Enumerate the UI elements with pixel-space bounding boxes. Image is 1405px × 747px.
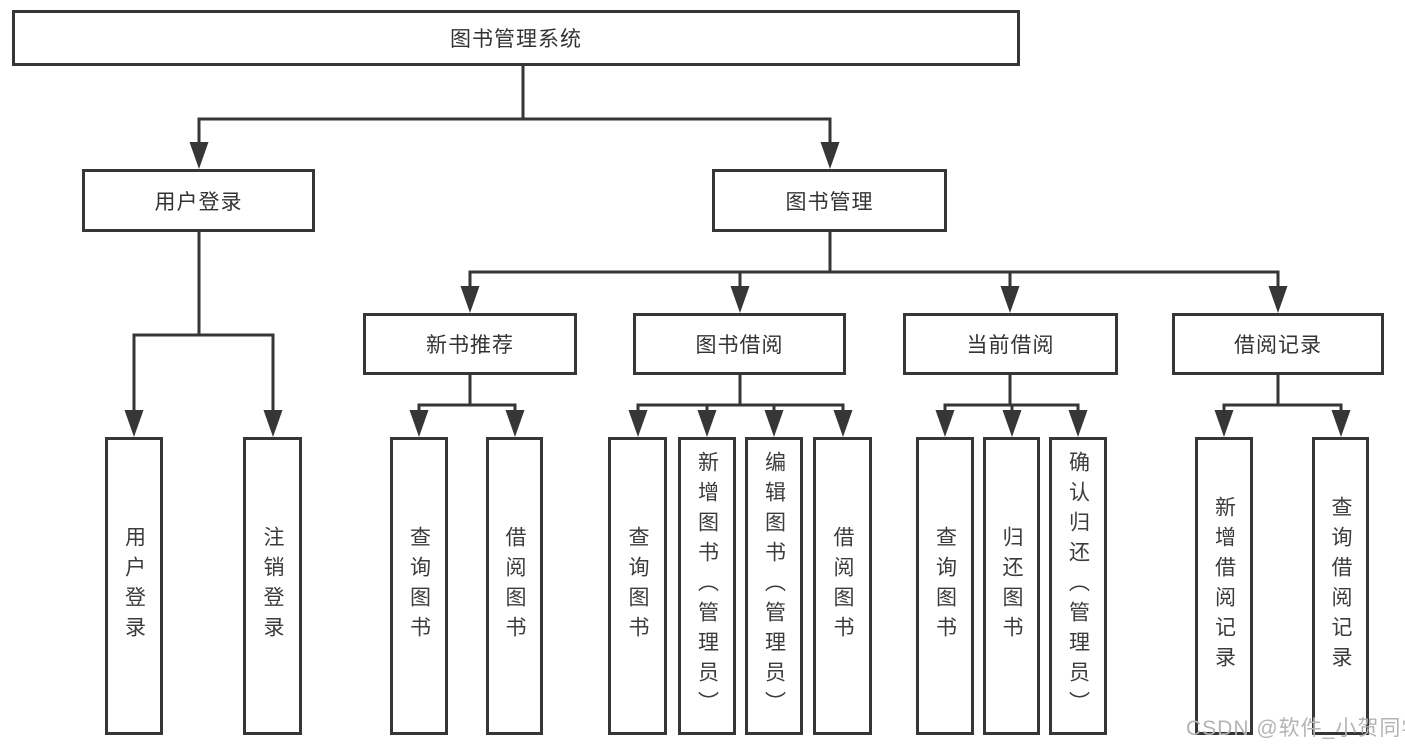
arrowhead-icon (628, 410, 648, 437)
node-book-management-label: 图书管理 (785, 190, 874, 214)
node-new-book-recommend-label: 新书推荐 (426, 334, 514, 357)
csdn-watermark: CSDN @软件_小贺同学 (1186, 717, 1405, 740)
arrowhead-icon (124, 410, 144, 437)
node-leaf-user-login: 用户登录 (105, 437, 163, 735)
node-leaf-return-book: 归还图书 (983, 437, 1040, 735)
node-leaf-logout: 注销登录 (243, 437, 302, 735)
node-leaf-add-borrow-record-label: 新增借阅记录 (1212, 496, 1236, 676)
node-current-borrow: 当前借阅 (903, 313, 1118, 375)
node-root-label: 图书管理系统 (450, 28, 582, 51)
node-borrow-record-label: 借阅记录 (1234, 334, 1322, 357)
node-root: 图书管理系统 (12, 10, 1020, 66)
node-leaf-logout-label: 注销登录 (261, 526, 284, 646)
node-leaf-add-book-admin-label: 新增图书（管理员） (695, 451, 719, 721)
node-book-management: 图书管理 (712, 169, 947, 232)
node-leaf-edit-book-admin-label: 编辑图书（管理员） (762, 451, 786, 721)
arrowhead-icon (764, 410, 784, 437)
node-book-borrow-label: 图书借阅 (695, 334, 784, 357)
arrowhead-icon (1268, 286, 1288, 313)
node-leaf-borrow-book: 借阅图书 (813, 437, 872, 735)
node-current-borrow-label: 当前借阅 (966, 334, 1055, 357)
arrowhead-icon (1000, 286, 1020, 313)
node-leaf-query-book-recommend: 查询图书 (390, 437, 448, 735)
node-leaf-return-book-label: 归还图书 (1000, 526, 1023, 646)
arrowhead-icon (1002, 410, 1022, 437)
node-leaf-query-book-borrow: 查询图书 (608, 437, 667, 735)
arrowhead-icon (1068, 410, 1088, 437)
node-new-book-recommend: 新书推荐 (363, 313, 577, 375)
node-leaf-query-book-borrow-label: 查询图书 (626, 526, 649, 646)
arrowhead-icon (935, 410, 955, 437)
node-leaf-add-borrow-record: 新增借阅记录 (1195, 437, 1253, 735)
arrowhead-icon (409, 410, 429, 437)
arrowhead-icon (1331, 410, 1351, 437)
node-leaf-query-book-current: 查询图书 (916, 437, 974, 735)
arrowhead-icon (189, 142, 209, 169)
node-leaf-confirm-return-admin: 确认归还（管理员） (1049, 437, 1107, 735)
node-leaf-borrow-book-label: 借阅图书 (831, 526, 854, 646)
node-leaf-edit-book-admin: 编辑图书（管理员） (745, 437, 803, 735)
node-leaf-query-borrow-record-label: 查询借阅记录 (1329, 496, 1352, 676)
arrowhead-icon (730, 286, 750, 313)
node-user-login: 用户登录 (82, 169, 315, 232)
node-leaf-borrow-book-recommend-label: 借阅图书 (503, 526, 526, 646)
arrowhead-icon (820, 142, 840, 169)
node-leaf-add-book-admin: 新增图书（管理员） (678, 437, 736, 735)
arrowhead-icon (460, 286, 480, 313)
arrowhead-icon (505, 410, 525, 437)
node-user-login-label: 用户登录 (154, 190, 243, 214)
arrowhead-icon (697, 410, 717, 437)
node-leaf-query-book-current-label: 查询图书 (933, 526, 957, 646)
node-leaf-query-borrow-record: 查询借阅记录 (1312, 437, 1369, 735)
arrowhead-icon (833, 410, 853, 437)
node-leaf-confirm-return-admin-label: 确认归还（管理员） (1066, 451, 1090, 721)
node-leaf-query-book-recommend-label: 查询图书 (407, 526, 431, 646)
node-borrow-record: 借阅记录 (1172, 313, 1384, 375)
arrowhead-icon (1214, 410, 1234, 437)
arrowhead-icon (263, 410, 283, 437)
node-leaf-user-login-label: 用户登录 (122, 526, 146, 646)
node-leaf-borrow-book-recommend: 借阅图书 (486, 437, 543, 735)
node-book-borrow: 图书借阅 (633, 313, 846, 375)
